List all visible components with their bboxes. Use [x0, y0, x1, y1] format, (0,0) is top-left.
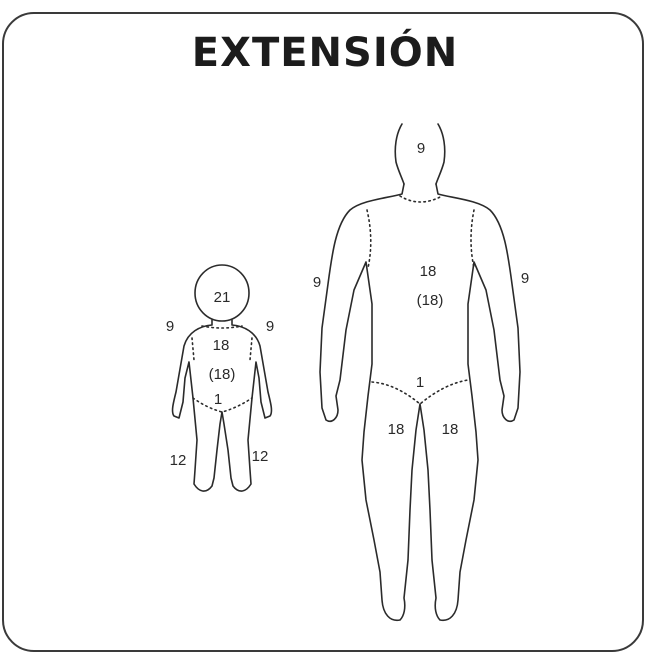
child-groin-line	[193, 398, 252, 412]
child-left-shoulder-line	[192, 338, 194, 360]
adult-head-value: 9	[417, 140, 425, 157]
adult-body-outline	[320, 184, 520, 620]
child-trunk-back-value: (18)	[209, 366, 236, 383]
adult-trunk-back-value: (18)	[417, 292, 444, 309]
adult-left-shoulder-line	[367, 210, 371, 268]
child-left-arm-value: 9	[166, 318, 174, 335]
child-trunk-value: 18	[213, 337, 230, 354]
child-right-arm-value: 9	[266, 318, 274, 335]
child-left-leg-value: 12	[170, 452, 187, 469]
adult-left-leg-value: 18	[388, 421, 405, 438]
adult-right-shoulder-line	[471, 210, 474, 268]
adult-genitals-value: 1	[416, 374, 424, 391]
adult-left-arm-value: 9	[313, 274, 321, 291]
adult-right-leg-value: 18	[442, 421, 459, 438]
child-genitals-value: 1	[214, 391, 222, 408]
child-head-value: 21	[214, 289, 231, 306]
adult-trunk-value: 18	[420, 263, 437, 280]
child-figure: 21 9 9 18 (18) 1 12 12	[166, 265, 274, 491]
adult-figure: 9 9 9 18 (18) 1 18 18	[313, 124, 529, 620]
adult-neck-line	[400, 196, 442, 202]
child-right-shoulder-line	[250, 338, 252, 360]
child-right-leg-value: 12	[252, 448, 269, 465]
adult-right-arm-value: 9	[521, 270, 529, 287]
